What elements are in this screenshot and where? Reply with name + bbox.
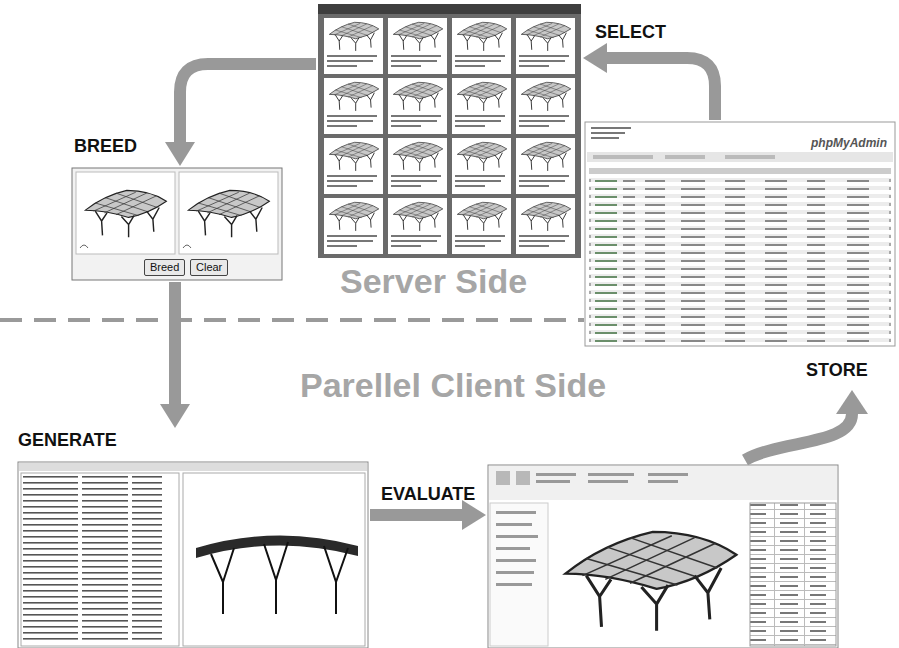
db-toolbar <box>587 152 893 162</box>
flow-arrow-head <box>462 500 486 530</box>
flow-arrow <box>583 43 715 120</box>
flow-arrow-shaft <box>607 58 715 120</box>
generate-box: GENERATE <box>18 430 368 648</box>
flow-arrow-head <box>160 404 190 428</box>
side-heading-holder: Parellel Client Side <box>300 366 606 404</box>
results-grid-box <box>318 4 581 258</box>
flow-arrow <box>370 500 486 530</box>
db-header-row <box>589 168 891 174</box>
elevation-panel <box>183 473 365 646</box>
button-text: Clear <box>196 261 222 274</box>
grid-frame <box>318 4 581 258</box>
store-arrow-shaft <box>745 414 852 460</box>
side-heading-holder: Server Side <box>340 262 527 300</box>
flow-arrow-head <box>165 142 195 166</box>
roof-elevation <box>196 535 358 558</box>
breed-frame <box>72 168 282 280</box>
code-panel <box>21 473 179 646</box>
breed-screenshot <box>72 168 282 280</box>
evaluate-screenshot <box>488 465 838 648</box>
arrow-label: BREED <box>74 136 137 156</box>
code-lines <box>23 476 177 642</box>
arrow-label: SELECT <box>595 22 666 42</box>
step-label: STORE <box>806 360 868 380</box>
clear-button: Clear <box>190 259 228 276</box>
db-rows <box>589 174 891 342</box>
grid-titlebar <box>318 4 581 14</box>
store-arrow-head <box>836 390 868 414</box>
flow-arrow-shaft <box>169 282 181 404</box>
arrow-label: EVALUATE <box>381 484 475 504</box>
breed-button: Breed <box>144 259 185 276</box>
arrow-label-holder: BREED <box>74 136 137 157</box>
parent-panel <box>76 172 175 254</box>
breed-box: Breed Clear <box>72 168 282 280</box>
generate-titlebar <box>19 463 367 471</box>
store-arrow <box>745 390 868 460</box>
results-grid-screenshot <box>318 4 581 258</box>
heading-text: GENERATE <box>18 430 368 451</box>
arrow-label-holder: EVALUATE <box>381 484 475 505</box>
db-frame <box>585 122 895 346</box>
generate-screenshot <box>18 462 368 648</box>
side-pane <box>490 503 548 646</box>
flow-arrow <box>165 64 316 166</box>
side-heading: Server Side <box>340 262 527 300</box>
results-table <box>750 503 836 646</box>
logo-text: phpMyAdmin <box>585 136 887 150</box>
evaluate-frame <box>488 465 838 648</box>
flow-arrow <box>160 282 190 428</box>
generate-frame <box>18 462 368 648</box>
arrow-label-holder: SELECT <box>595 22 666 43</box>
side-heading: Parellel Client Side <box>300 366 606 404</box>
button-text: Breed <box>150 261 179 274</box>
divider-line <box>0 318 584 322</box>
tree-columns <box>211 542 348 614</box>
step-label-holder: STORE <box>806 360 868 381</box>
database-box: phpMyAdmin <box>585 122 895 346</box>
evaluate-box <box>488 465 838 648</box>
flow-arrow-shaft <box>370 509 462 521</box>
ribbon <box>489 466 837 500</box>
flow-arrow-head <box>583 43 607 73</box>
database-screenshot <box>585 122 895 346</box>
parent-panel <box>179 172 278 254</box>
flow-arrow-shaft <box>180 64 316 142</box>
